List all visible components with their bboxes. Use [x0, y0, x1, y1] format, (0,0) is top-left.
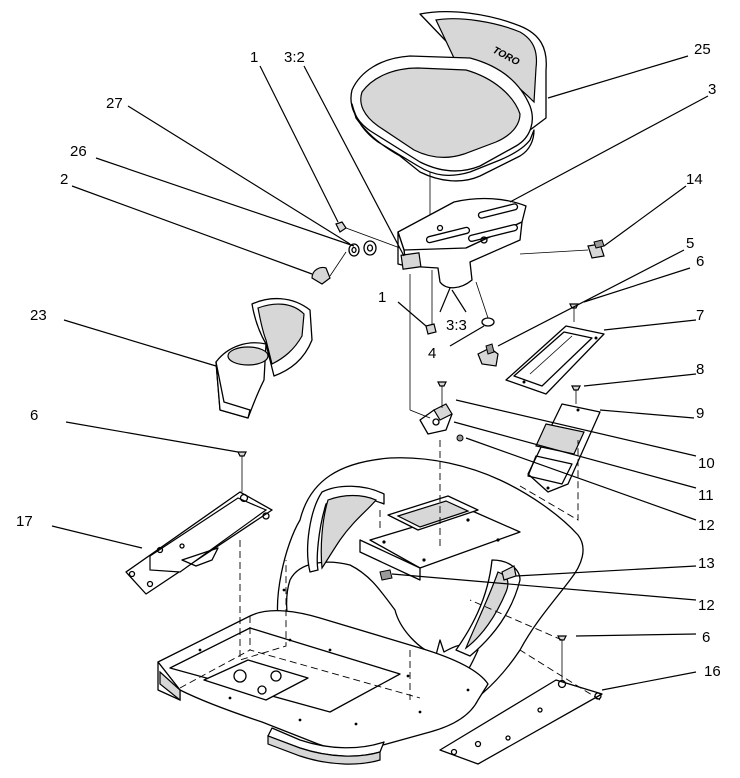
callout-1-upper: 1 [250, 49, 258, 66]
side-panel-left [125, 451, 273, 595]
callout-12-upper: 12 [698, 517, 715, 534]
assembly-hidden-lines [239, 440, 601, 701]
callout-6-upper: 6 [696, 253, 704, 270]
callout-5: 5 [686, 235, 694, 252]
seat-pan [397, 197, 527, 289]
pivot-bracket [409, 274, 464, 442]
callout-labels: 25 3 14 5 6 7 8 9 10 11 12 13 12 6 16 1 … [16, 41, 721, 680]
callout-9: 9 [696, 405, 704, 422]
callout-4: 4 [428, 345, 436, 362]
cup-holder-tray [215, 297, 313, 419]
leader-lines [51, 55, 709, 691]
callout-8: 8 [696, 361, 704, 378]
callout-16: 16 [704, 663, 721, 680]
nut-12-lower [379, 569, 393, 581]
callout-6-lower-right: 6 [702, 629, 710, 646]
callout-25: 25 [694, 41, 711, 58]
side-panel-right [439, 635, 603, 765]
callout-11: 11 [698, 487, 714, 504]
callout-7: 7 [696, 307, 704, 324]
callout-27: 27 [106, 95, 123, 112]
callout-3: 3 [708, 81, 716, 98]
slide-plate [505, 325, 605, 395]
callout-17: 17 [16, 513, 33, 530]
mounting-plate [527, 403, 601, 493]
callout-12-lower: 12 [698, 597, 715, 614]
callout-23: 23 [30, 307, 47, 324]
callout-1-lower: 1 [378, 289, 386, 306]
callout-3-2: 3:2 [284, 49, 305, 66]
callout-6-left: 6 [30, 407, 38, 424]
seat-adjust-knob [519, 239, 605, 259]
callout-2: 2 [60, 171, 68, 188]
callout-26: 26 [70, 143, 87, 160]
fender-frame [157, 457, 584, 765]
callout-14: 14 [686, 171, 703, 188]
callout-10: 10 [698, 455, 715, 472]
hardware-cluster [311, 221, 499, 367]
callout-3-3: 3:3 [446, 317, 467, 334]
seat: TORO [350, 10, 547, 182]
callout-13: 13 [698, 555, 715, 572]
